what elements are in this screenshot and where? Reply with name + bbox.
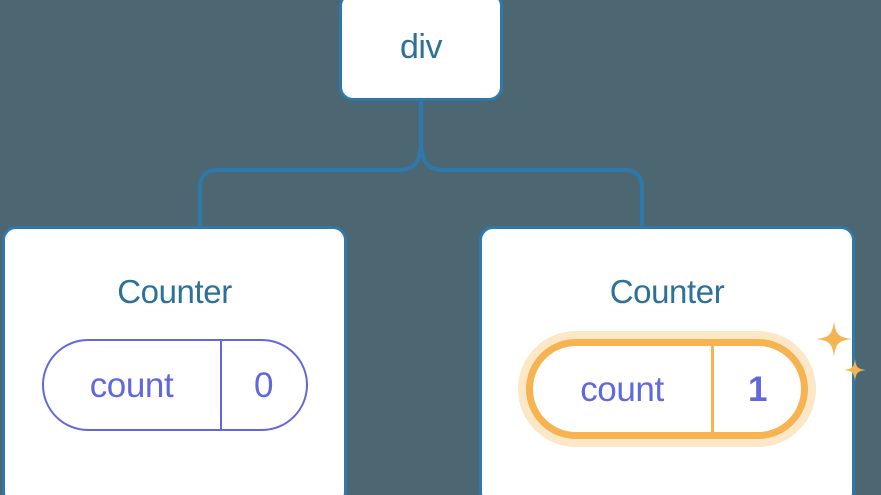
state-pill-right-key: count — [580, 369, 664, 409]
state-pill-wrapper-right: count 1 — [526, 321, 866, 439]
state-pill-right[interactable]: count 1 — [526, 339, 808, 439]
node-counter-right-label: Counter — [609, 273, 725, 310]
node-div[interactable]: div — [339, 0, 503, 101]
sparkles-group — [808, 315, 872, 395]
state-pill-right-value: 1 — [711, 346, 801, 432]
state-pill-left-key: count — [89, 365, 174, 405]
node-div-label: div — [400, 27, 442, 66]
node-counter-right[interactable]: Counter count 1 — [479, 226, 866, 495]
node-counter-left[interactable]: Counter count 0 — [2, 226, 347, 495]
connector-to-right-child — [419, 138, 644, 230]
state-pill-wrapper-left: count 0 — [41, 339, 308, 431]
connector-to-left-child — [198, 138, 423, 230]
sparkle-large-icon — [816, 321, 852, 357]
state-pill-left-value: 0 — [219, 341, 306, 429]
node-counter-left-label: Counter — [117, 273, 232, 310]
state-pill-left[interactable]: count 0 — [41, 339, 308, 431]
sparkle-small-icon — [844, 359, 866, 381]
